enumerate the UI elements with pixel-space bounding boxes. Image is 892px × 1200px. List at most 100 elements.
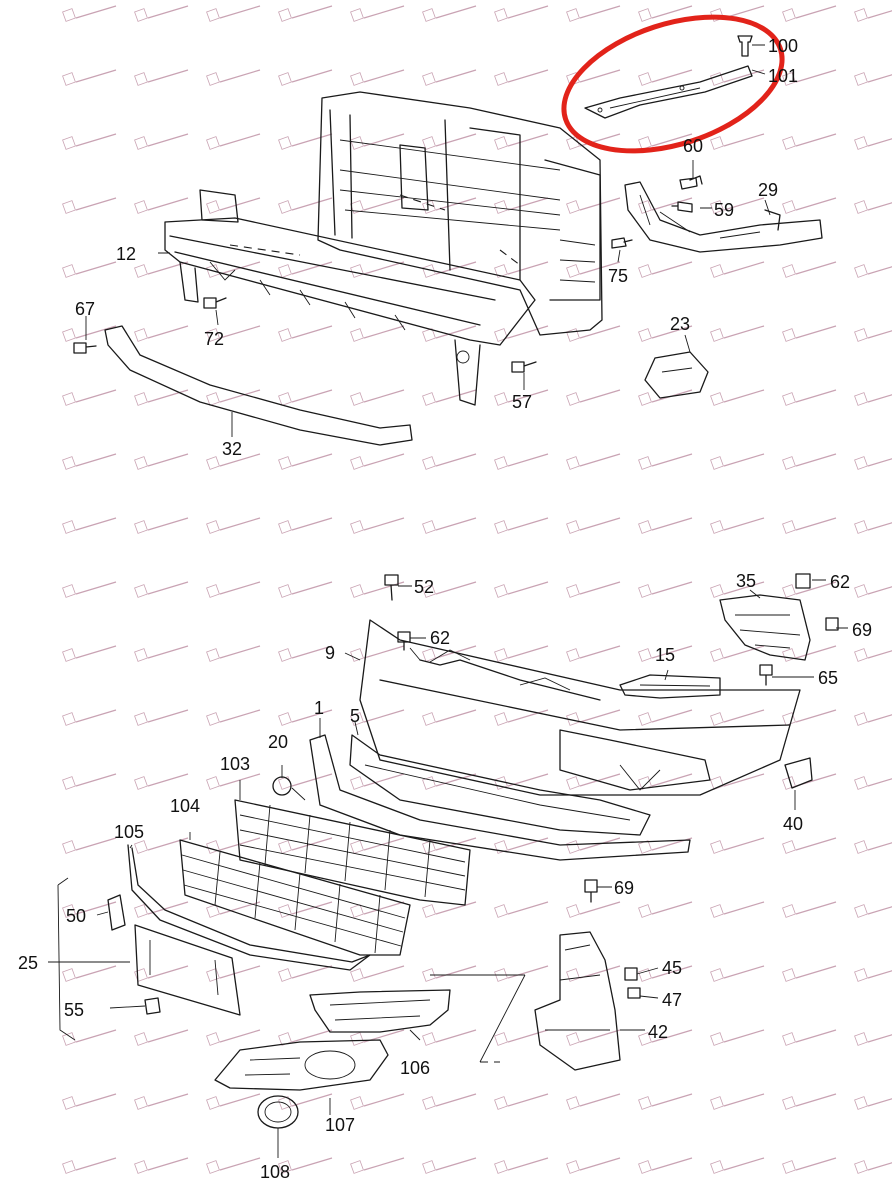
watermark-mark (206, 712, 220, 726)
watermark-mark (147, 581, 189, 595)
watermark-mark (291, 1093, 333, 1107)
screw-59 (671, 201, 693, 213)
watermark-mark (710, 904, 724, 918)
watermark-mark (566, 136, 580, 150)
watermark-mark (422, 392, 436, 406)
watermark-mark (507, 5, 549, 19)
watermark-mark (350, 456, 364, 470)
watermark-mark (795, 517, 837, 531)
watermark-mark (75, 901, 117, 915)
watermark-mark (134, 392, 148, 406)
watermark-mark (782, 72, 796, 86)
callout-40: 40 (783, 814, 803, 834)
watermark-mark (134, 968, 148, 982)
watermark-mark (62, 1160, 76, 1174)
watermark-mark (638, 904, 652, 918)
watermark-mark (507, 389, 549, 403)
watermark-mark (638, 1096, 652, 1110)
radiator-support (317, 91, 603, 336)
watermark-mark (795, 1157, 837, 1171)
watermark-mark (350, 648, 364, 662)
cap-23 (644, 351, 709, 399)
watermark-mark (75, 1093, 117, 1107)
watermark-mark (62, 1096, 76, 1110)
watermark-mark (206, 200, 220, 214)
watermark-mark (566, 264, 580, 278)
watermark-mark (579, 773, 621, 787)
watermark-mark (507, 69, 549, 83)
watermark-mark (854, 1160, 868, 1174)
watermark-mark (62, 72, 76, 86)
watermark-mark (782, 392, 796, 406)
watermark-mark (278, 264, 292, 278)
watermark-mark (75, 837, 117, 851)
watermark-mark (566, 520, 580, 534)
watermark-mark (723, 1157, 765, 1171)
watermark-mark (651, 1029, 693, 1043)
watermark-mark (219, 837, 261, 851)
watermark-mark (782, 264, 796, 278)
callout-5: 5 (350, 706, 360, 726)
callout-101: 101 (768, 66, 798, 86)
watermark-mark (854, 968, 868, 982)
callout-42: 42 (648, 1022, 668, 1042)
watermark-mark (795, 69, 837, 83)
watermark-mark (435, 389, 477, 403)
watermark-mark (867, 906, 892, 915)
watermark-mark (638, 328, 652, 342)
watermark-mark (75, 325, 117, 339)
trim-1 (309, 734, 691, 861)
callout-47: 47 (662, 990, 682, 1010)
watermark-mark (75, 261, 117, 275)
watermark-mark (363, 517, 405, 531)
watermark-mark (75, 581, 117, 595)
watermark-mark (147, 325, 189, 339)
watermark-mark (710, 136, 724, 150)
watermark-mark (435, 645, 477, 659)
watermark-mark (435, 453, 477, 467)
watermark-mark (350, 1096, 364, 1110)
watermark-mark (350, 72, 364, 86)
watermark-mark (710, 72, 724, 86)
watermark-mark (422, 264, 436, 278)
watermark-mark (363, 453, 405, 467)
grille-5 (349, 734, 651, 836)
watermark-mark (278, 584, 292, 598)
watermark-mark (651, 261, 693, 275)
watermark-mark (62, 904, 76, 918)
watermark-mark (566, 712, 580, 726)
watermark-mark (278, 840, 292, 854)
watermark-mark (134, 520, 148, 534)
watermark-mark (723, 325, 765, 339)
watermark-mark (278, 520, 292, 534)
watermark-mark (206, 840, 220, 854)
watermark-mark (710, 712, 724, 726)
callout-50: 50 (66, 906, 86, 926)
watermark-mark (638, 456, 652, 470)
watermark-mark (494, 72, 508, 86)
watermark-mark (795, 5, 837, 19)
watermark-mark (867, 330, 892, 339)
watermark-mark (147, 389, 189, 403)
watermark-mark (219, 325, 261, 339)
callout-69-bottom: 69 (614, 878, 634, 898)
watermark-mark (134, 1160, 148, 1174)
watermark-mark (206, 8, 220, 22)
callout-65: 65 (818, 668, 838, 688)
watermark-mark (363, 837, 405, 851)
watermark-mark (782, 520, 796, 534)
watermark-mark (422, 328, 436, 342)
watermark-mark (62, 712, 76, 726)
watermark-mark (435, 773, 477, 787)
watermark-mark (638, 968, 652, 982)
watermark-mark (422, 456, 436, 470)
watermark-mark (782, 584, 796, 598)
watermark-mark (795, 645, 837, 659)
watermark-mark (75, 389, 117, 403)
watermark-mark (435, 325, 477, 339)
watermark-mark (723, 581, 765, 595)
callout-23: 23 (670, 314, 690, 334)
callout-75: 75 (608, 266, 628, 286)
watermark-mark (723, 965, 765, 979)
watermark-mark (147, 965, 189, 979)
